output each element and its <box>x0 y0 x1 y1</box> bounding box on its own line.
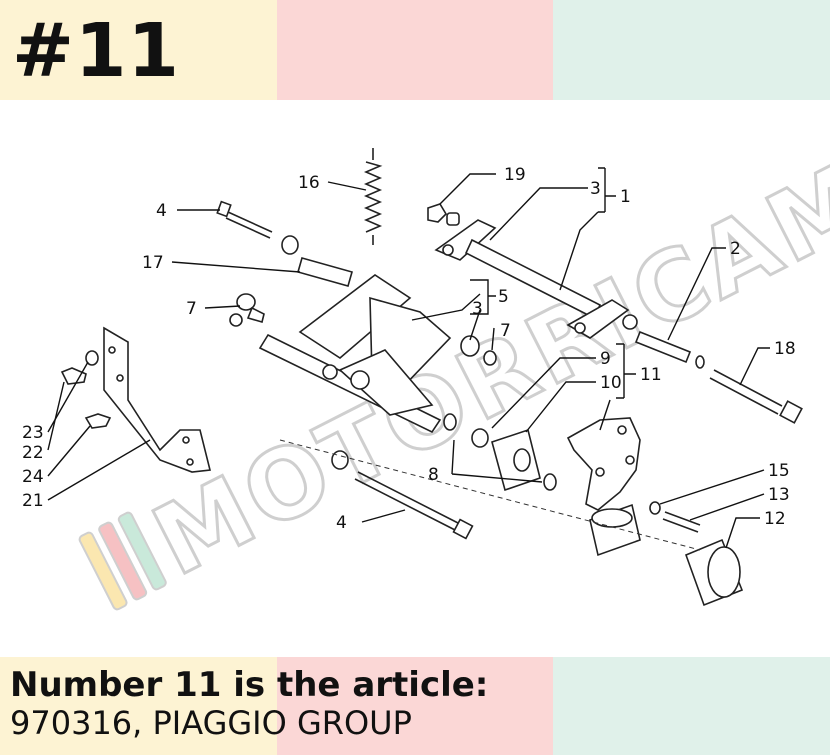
part-swing-arm <box>434 219 630 339</box>
callout-13: 13 <box>768 485 790 505</box>
part-pin <box>297 257 353 287</box>
part-bolt-right <box>709 369 803 424</box>
caption-line-2: 970316, PIAGGIO GROUP <box>10 704 412 742</box>
part-screw-13 <box>662 511 701 533</box>
part-screw-24 <box>84 413 112 429</box>
callout-22: 22 <box>22 443 44 463</box>
callout-17: 17 <box>142 253 164 273</box>
part-washer-lower <box>331 450 349 470</box>
callout-21: 21 <box>22 491 44 511</box>
callout-8: 8 <box>428 465 439 485</box>
leader-lines <box>47 167 770 549</box>
part-shaft <box>622 314 705 369</box>
article-caption: Number 11 is the article: 970316, PIAGGI… <box>10 666 488 742</box>
part-mount-plate <box>103 326 211 473</box>
part-washer-b <box>483 350 497 366</box>
callout-11: 11 <box>640 365 662 385</box>
callout-4-top: 4 <box>156 201 167 221</box>
caption-line-1: Number 11 is the article: <box>10 665 489 705</box>
header-band-yellow <box>0 0 277 100</box>
header-band <box>0 0 830 100</box>
callout-12: 12 <box>764 509 786 529</box>
callout-labels: 16 4 17 7 19 3 1 2 3 5 7 18 9 10 11 8 15… <box>22 165 796 533</box>
part-bolt-top <box>216 200 273 239</box>
callout-9: 9 <box>600 349 611 369</box>
callout-19: 19 <box>504 165 526 185</box>
callout-23: 23 <box>22 423 44 443</box>
part-bushing <box>281 235 299 255</box>
part-screw-23 <box>60 367 87 385</box>
part-nut <box>427 203 448 223</box>
part-bushing-9 <box>471 428 489 448</box>
callout-3-top: 3 <box>590 179 601 199</box>
callout-5: 5 <box>498 287 509 307</box>
part-oring-b <box>543 473 557 491</box>
callout-7-right: 7 <box>500 321 511 341</box>
footer-band <box>0 657 830 755</box>
callout-4-bottom: 4 <box>336 513 347 533</box>
part-washer-15 <box>649 501 661 515</box>
part-spring <box>363 148 383 245</box>
parts-drawing <box>60 148 803 607</box>
footer-band-pink <box>276 657 554 755</box>
part-oring-a <box>443 413 457 431</box>
callout-2: 2 <box>730 239 741 259</box>
callout-7-left: 7 <box>186 299 197 319</box>
part-engine-bracket <box>258 274 452 434</box>
item-number-badge: #11 <box>12 8 180 94</box>
callout-24: 24 <box>22 467 44 487</box>
callout-16: 16 <box>298 173 320 193</box>
part-bracket-11 <box>566 417 641 511</box>
part-screw-7 <box>229 293 265 327</box>
footer-band-mint <box>553 657 830 755</box>
callout-10: 10 <box>600 373 622 393</box>
footer-band-yellow <box>0 657 277 755</box>
part-end-cap <box>684 538 744 607</box>
header-band-pink <box>276 0 554 100</box>
part-washer-22 <box>85 350 99 366</box>
part-bolt-lower <box>354 471 474 540</box>
part-spacer <box>446 212 460 226</box>
header-band-mint <box>553 0 830 100</box>
part-washer-a <box>460 335 480 357</box>
callout-1: 1 <box>620 187 631 207</box>
callout-18: 18 <box>774 339 796 359</box>
exploded-parts-diagram: MOTORRICAMBI <box>22 100 830 611</box>
callout-15: 15 <box>768 461 790 481</box>
callout-3-mid: 3 <box>472 299 483 319</box>
